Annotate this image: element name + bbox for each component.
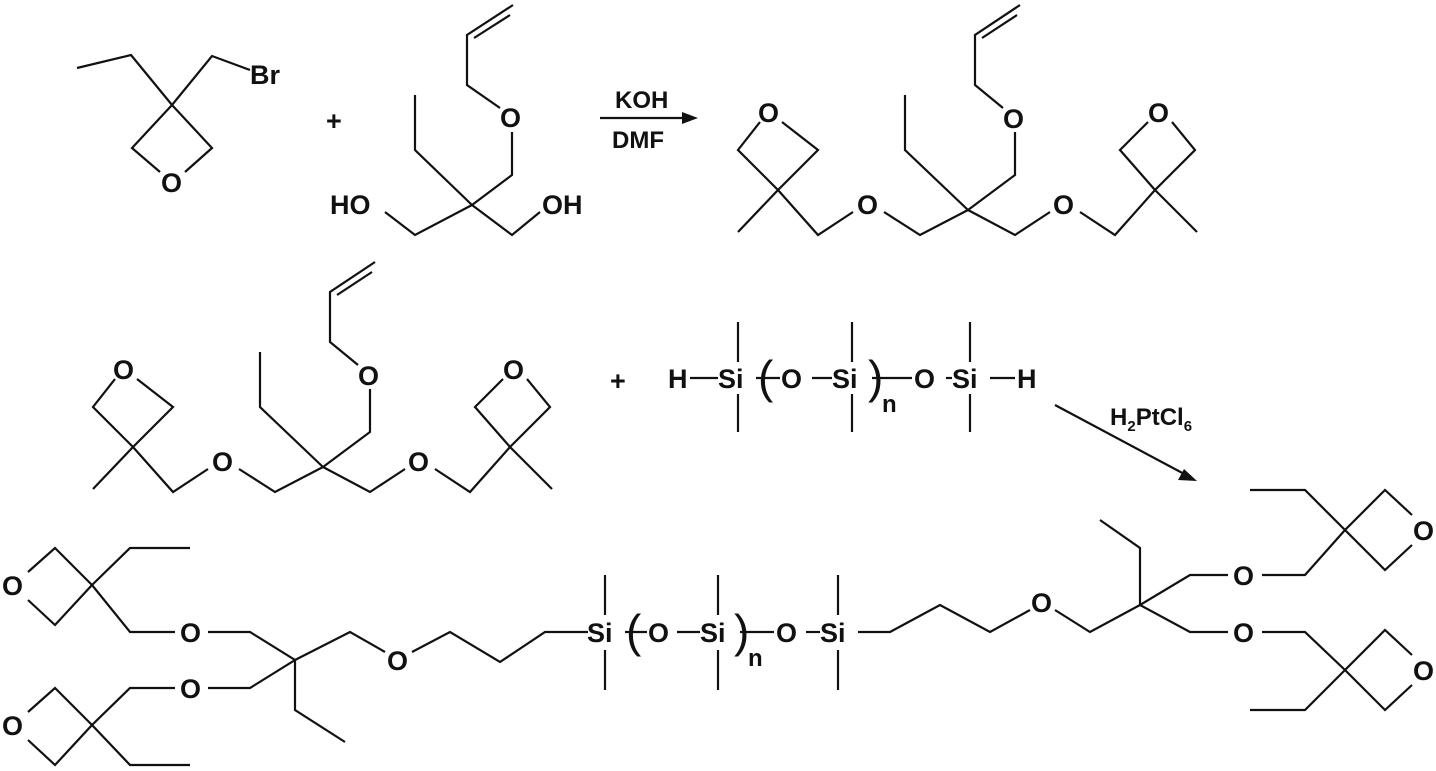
atom-label: O [776, 618, 797, 648]
atom-label: ) [734, 605, 749, 657]
atom-label: ( [626, 605, 642, 657]
atom-label: n [882, 391, 897, 418]
atom-label: HO [330, 190, 371, 220]
bond-line [473, 14, 511, 39]
bond-line [465, 4, 514, 109]
atom-label: H [668, 364, 688, 394]
bond-line [27, 546, 94, 627]
bond-line [208, 630, 298, 690]
atom-label: O [503, 355, 524, 385]
atom-label: Si [832, 364, 858, 394]
atom-label: Si [700, 618, 726, 648]
bond-line [1250, 669, 1346, 712]
structure-copy [736, 3, 1199, 237]
reactant-bromomethyl-oxetane: Br O [76, 53, 280, 198]
bond-line [471, 132, 514, 206]
atom-label: O [758, 98, 779, 128]
bond-line [1262, 529, 1346, 577]
bond-line [91, 686, 175, 726]
plus-sign-2: + [610, 366, 626, 396]
atom-label: O [1413, 516, 1434, 546]
reaction-arrow-2: H2PtCl6 [1054, 404, 1197, 481]
atom-label: O [387, 646, 408, 676]
bond-line [130, 104, 173, 173]
bond-line [91, 546, 190, 586]
bond-line [1054, 404, 1189, 477]
atom-label: O [648, 618, 669, 648]
atom-label: O [500, 103, 521, 133]
atom-label: O [212, 447, 233, 477]
bond-line [1262, 630, 1346, 671]
reactant-bis-oxetane-allyl: O O O O O [91, 260, 554, 494]
bond-line [294, 630, 386, 661]
atom-label: Br [250, 60, 280, 90]
atom-label: O [2, 711, 23, 741]
atom-label: O [1413, 656, 1434, 686]
atom-label: O [1233, 561, 1254, 591]
atom-label: H [1017, 364, 1037, 394]
atom-label: O [857, 190, 878, 220]
reaction-arrow-1: KOH DMF [600, 87, 698, 154]
atom-label: O [781, 364, 802, 394]
bond-line [1099, 519, 1142, 605]
reactant-tmp-allyl-ether: O HO OH [330, 4, 583, 237]
atom-label: O [180, 618, 201, 648]
atom-label: O [914, 364, 935, 394]
plus-sign-1: + [326, 106, 342, 136]
atom-label: O [1031, 588, 1052, 618]
atom-label: O [1148, 98, 1169, 128]
bond-line [1343, 628, 1413, 712]
bond-line [471, 204, 541, 237]
atom-label: PtCl [1136, 404, 1184, 431]
atom-label: ( [758, 351, 774, 403]
atom-label: O [1053, 190, 1074, 220]
atom-label: Si [587, 618, 613, 648]
reagent-dmf: DMF [612, 127, 664, 154]
atom-label: O [2, 571, 23, 601]
atom-label: O [1003, 104, 1024, 134]
atom-label: Si [820, 618, 846, 648]
product-oxetane-siloxane: O O O O O Si ( O Si ) n O Si O O O O O [2, 488, 1434, 767]
atom-label: O [113, 355, 134, 385]
catalyst-label: H2PtCl6 [1110, 404, 1192, 435]
atom-label: 2 [1127, 418, 1135, 435]
product-bis-oxetane-allyl: O O O O O [736, 3, 1199, 237]
bond-line [27, 686, 94, 767]
bond-line [293, 660, 346, 743]
reactant-hydride-siloxane: H Si ( O Si ) n O Si H [668, 322, 1037, 432]
atom-label: O [358, 361, 379, 391]
bond-line [1139, 573, 1228, 606]
bond-line [411, 630, 588, 664]
atom-label: 6 [1184, 418, 1192, 435]
atom-label: O [408, 447, 429, 477]
bond-line [858, 603, 1031, 634]
bond-line [384, 204, 473, 237]
bond-line [91, 724, 190, 767]
bond-line [76, 53, 251, 107]
atom-label: O [1233, 618, 1254, 648]
bond-line [1178, 469, 1197, 481]
atom-label: OH [542, 190, 583, 220]
bond-line [682, 112, 698, 124]
bond-line [91, 584, 175, 634]
atom-label: Si [718, 364, 744, 394]
atom-label: Si [952, 364, 978, 394]
bond-line [1343, 488, 1413, 572]
atom-label: O [180, 674, 201, 704]
bond-line [1139, 604, 1228, 634]
structure-copy [91, 260, 554, 494]
reagent-koh: KOH [615, 87, 668, 114]
bond-line [1250, 488, 1346, 531]
atom-label: n [748, 645, 763, 672]
bond-line [171, 104, 214, 173]
atom-label: ) [868, 351, 883, 403]
bond-line [1054, 604, 1141, 634]
bond-line [413, 95, 473, 206]
atom-label: O [161, 168, 182, 198]
atom-label: H [1110, 404, 1127, 431]
